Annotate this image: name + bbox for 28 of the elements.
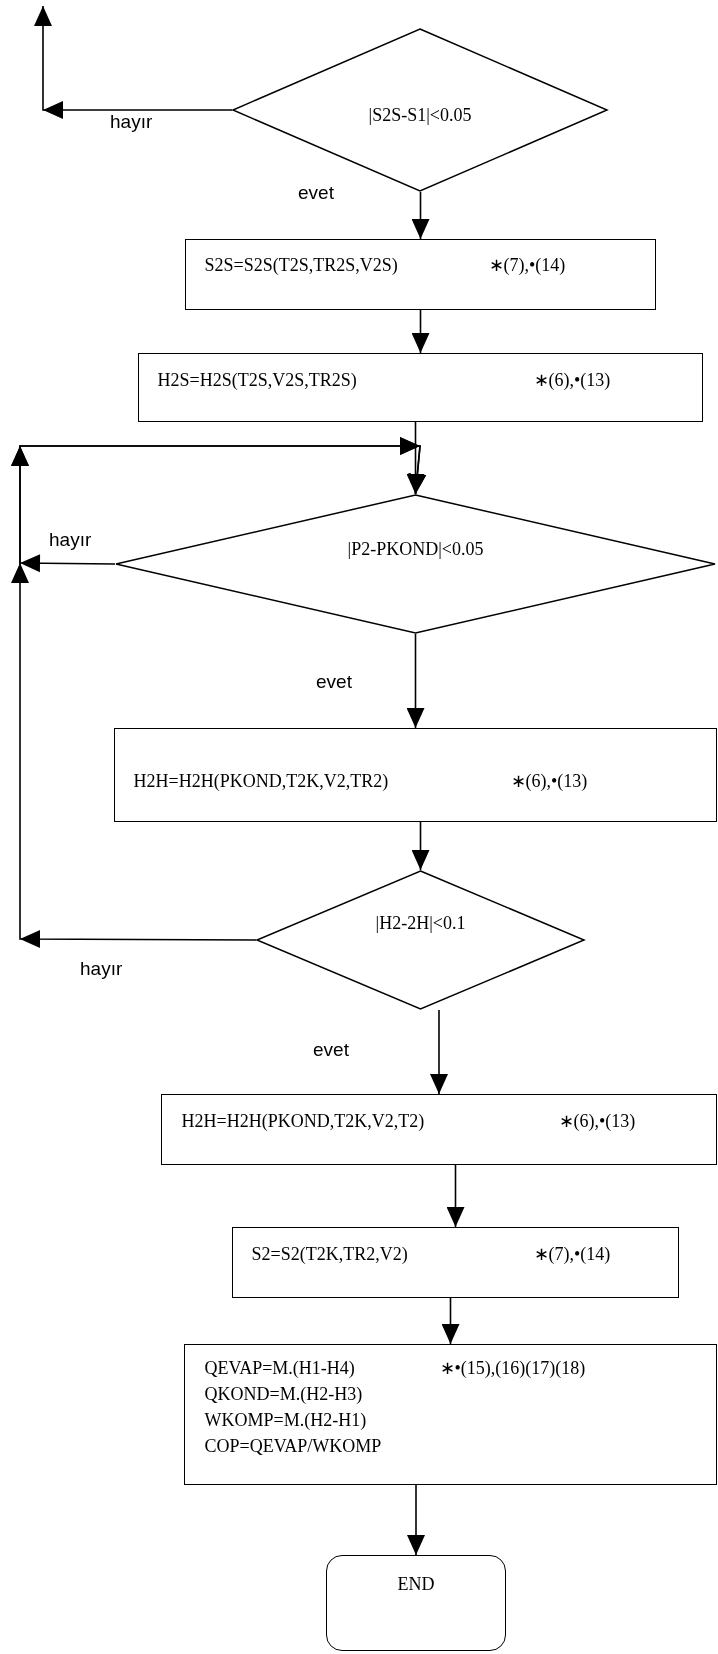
process-box: [114, 728, 717, 822]
reference-text: ∗•(15),(16)(17)(18): [439, 1357, 586, 1378]
process-box: [184, 1344, 717, 1485]
process-box: [185, 239, 656, 310]
terminal-box: [326, 1555, 506, 1651]
formula-text: WKOMP=M.(H2-H1): [204, 1409, 367, 1430]
formula-text: H2H=H2H(PKOND,T2K,V2,TR2): [133, 770, 389, 791]
formula-text: H2H=H2H(PKOND,T2K,V2,T2): [181, 1110, 425, 1131]
formula-text: QKOND=M.(H2-H3): [204, 1383, 363, 1404]
process-box: [232, 1227, 679, 1298]
formula-text: QEVAP=M.(H1-H4): [204, 1357, 355, 1378]
process-box: [161, 1094, 717, 1165]
reference-text: ∗(7),•(14): [533, 1243, 611, 1264]
formula-text: S2S=S2S(T2S,TR2S,V2S): [204, 254, 398, 275]
reference-text: ∗(7),•(14): [488, 254, 566, 275]
formula-text: S2=S2(T2K,TR2,V2): [251, 1243, 408, 1264]
reference-text: ∗(6),•(13): [558, 1110, 636, 1131]
formula-text: COP=QEVAP/WKOMP: [204, 1435, 382, 1456]
formula-text: H2S=H2S(T2S,V2S,TR2S): [157, 369, 357, 390]
reference-text: ∗(6),•(13): [533, 369, 611, 390]
condition-text: |P2-PKOND|<0.05: [347, 538, 484, 559]
terminal-label: END: [397, 1573, 435, 1594]
condition-text: |H2-2H|<0.1: [375, 912, 466, 933]
decision-diamond: [115, 494, 716, 634]
decision-diamond: [256, 870, 585, 1010]
process-box: [138, 353, 703, 422]
reference-text: ∗(6),•(13): [510, 770, 588, 791]
condition-text: |S2S-S1|<0.05: [368, 104, 472, 125]
